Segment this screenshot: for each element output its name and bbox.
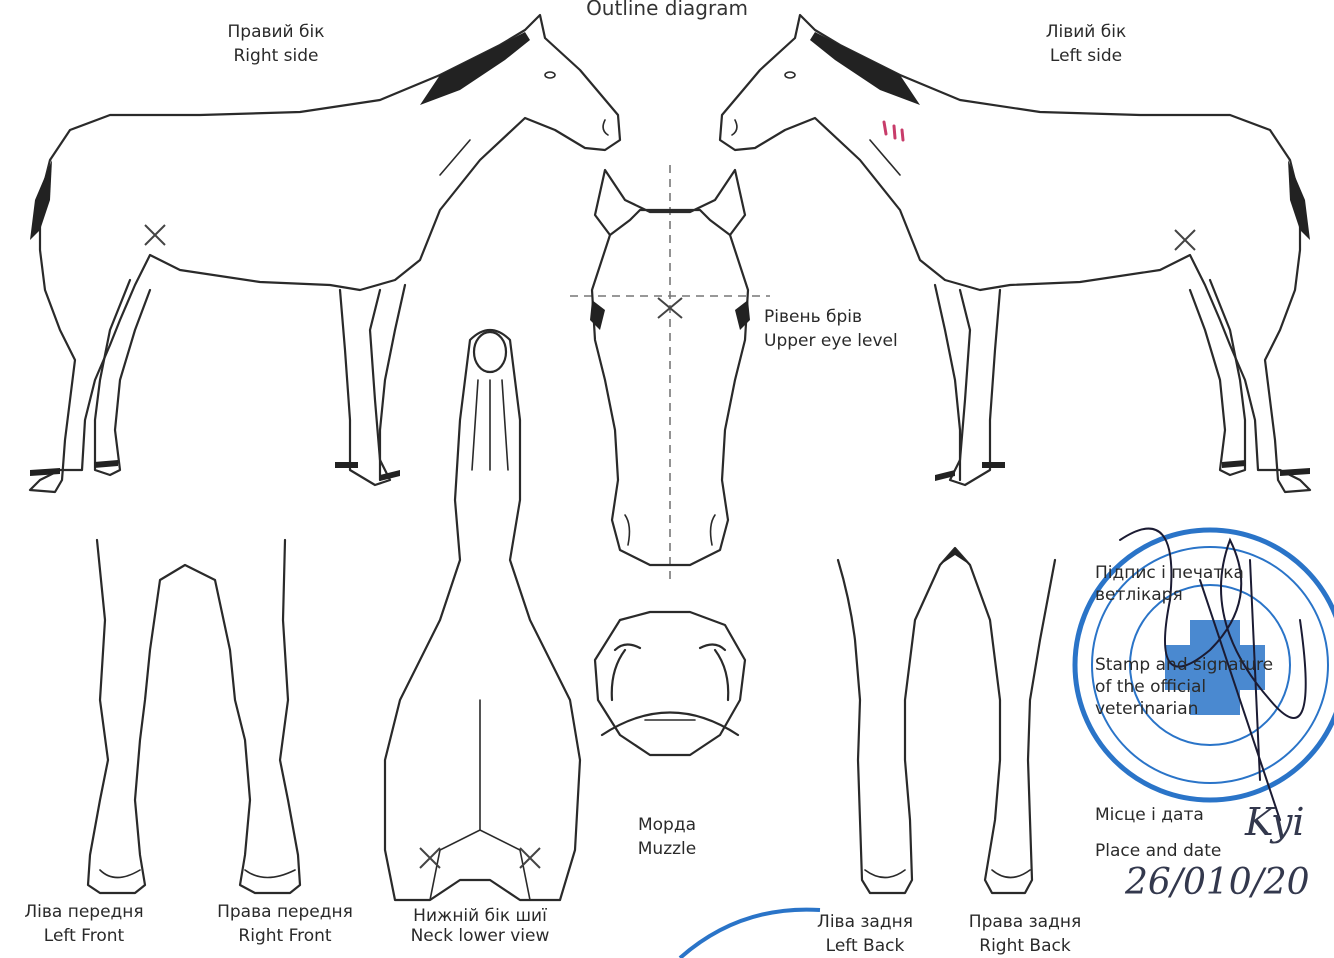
- back-legs-view: [838, 548, 1055, 893]
- place-label-uk: Місце і дата: [1095, 804, 1204, 826]
- second-stamp-partial: [680, 910, 820, 958]
- horse-left-side: [720, 15, 1310, 492]
- horse-right-side: [30, 15, 620, 492]
- muzzle-view: [595, 612, 745, 755]
- stamp-label-en: Stamp and signature of the official vete…: [1095, 654, 1280, 720]
- stamp-label-uk: Підпис і печатка ветлікаря: [1095, 562, 1265, 606]
- place-label-en: Place and date: [1095, 840, 1221, 862]
- handwritten-date: 26/010/20: [1125, 862, 1310, 903]
- red-marking: [884, 122, 903, 140]
- neck-lower-view: [385, 330, 580, 900]
- head-front-view: [570, 165, 770, 585]
- handwritten-place: Kyi: [1245, 800, 1305, 844]
- front-legs-view: [88, 540, 300, 893]
